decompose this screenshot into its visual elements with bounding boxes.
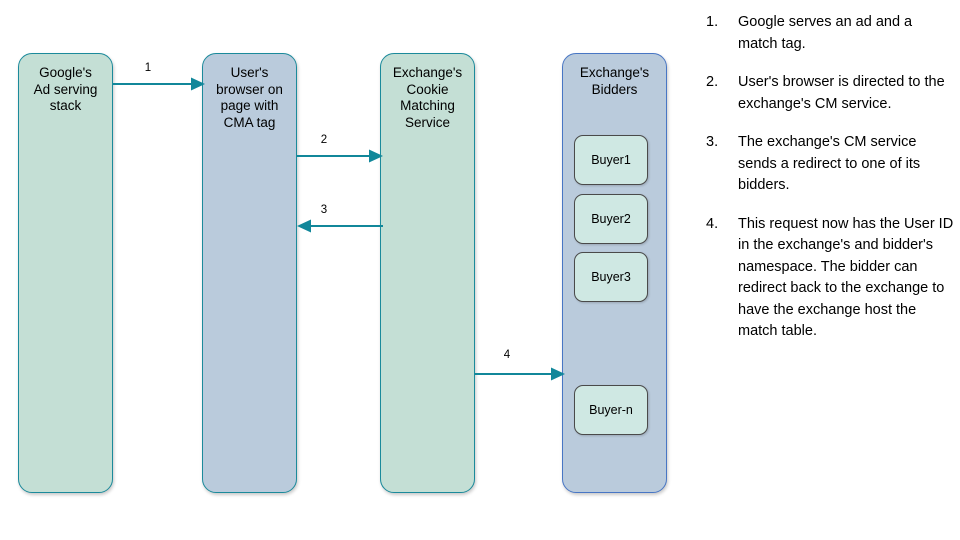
arrow-1-number: 1 — [144, 62, 152, 74]
step-number-4: 4. — [706, 215, 719, 232]
step-text-3: The exchange's CM service sends a redire… — [738, 134, 921, 193]
bidder-box-buyer1: Buyer1 — [574, 135, 648, 185]
bidder-label-buyer2: Buyer2 — [591, 212, 631, 226]
bidder-label-buyer-n: Buyer-n — [589, 403, 633, 417]
box-label-exchange-cookie-matching-service: Exchange's Cookie Matching Service — [392, 65, 463, 130]
step-number-2: 2. — [706, 74, 719, 90]
step-text-4: This request now has the User ID in the … — [738, 215, 954, 340]
steps-list: 1. Google serves an ad and a match tag. … — [706, 12, 954, 360]
arrow-2 — [297, 149, 383, 163]
step-text-1: Google serves an ad and a match tag. — [738, 14, 913, 52]
box-label-exchange-bidders: Exchange's Bidders — [579, 65, 650, 97]
bidder-box-buyer3: Buyer3 — [574, 252, 648, 302]
step-item-3: 3. The exchange's CM service sends a red… — [706, 132, 954, 197]
arrow-4 — [475, 367, 565, 381]
step-number-1: 1. — [706, 14, 719, 30]
box-exchange-cookie-matching-service: Exchange's Cookie Matching Service — [380, 53, 475, 493]
arrow-2-number: 2 — [320, 134, 328, 146]
step-item-2: 2. User's browser is directed to the exc… — [706, 72, 954, 115]
box-google-ad-serving-stack: Google's Ad serving stack — [18, 53, 113, 493]
box-user-browser: User's browser on page with CMA tag — [202, 53, 297, 493]
arrow-3-number: 3 — [320, 204, 328, 216]
step-number-3: 3. — [706, 134, 719, 150]
box-label-user-browser: User's browser on page with CMA tag — [216, 65, 283, 130]
bidder-box-buyer-n: Buyer-n — [574, 385, 648, 435]
step-item-1: 1. Google serves an ad and a match tag. — [706, 12, 954, 55]
step-text-2: User's browser is directed to the exchan… — [738, 74, 945, 112]
arrow-3 — [297, 219, 383, 233]
step-item-4: 4. This request now has the User ID in t… — [706, 214, 954, 343]
bidder-label-buyer3: Buyer3 — [591, 270, 631, 284]
bidder-label-buyer1: Buyer1 — [591, 153, 631, 167]
bidder-box-buyer2: Buyer2 — [574, 194, 648, 244]
arrow-1 — [113, 77, 205, 91]
arrow-4-number: 4 — [503, 349, 511, 361]
box-label-google-ad-serving-stack: Google's Ad serving stack — [33, 65, 98, 113]
